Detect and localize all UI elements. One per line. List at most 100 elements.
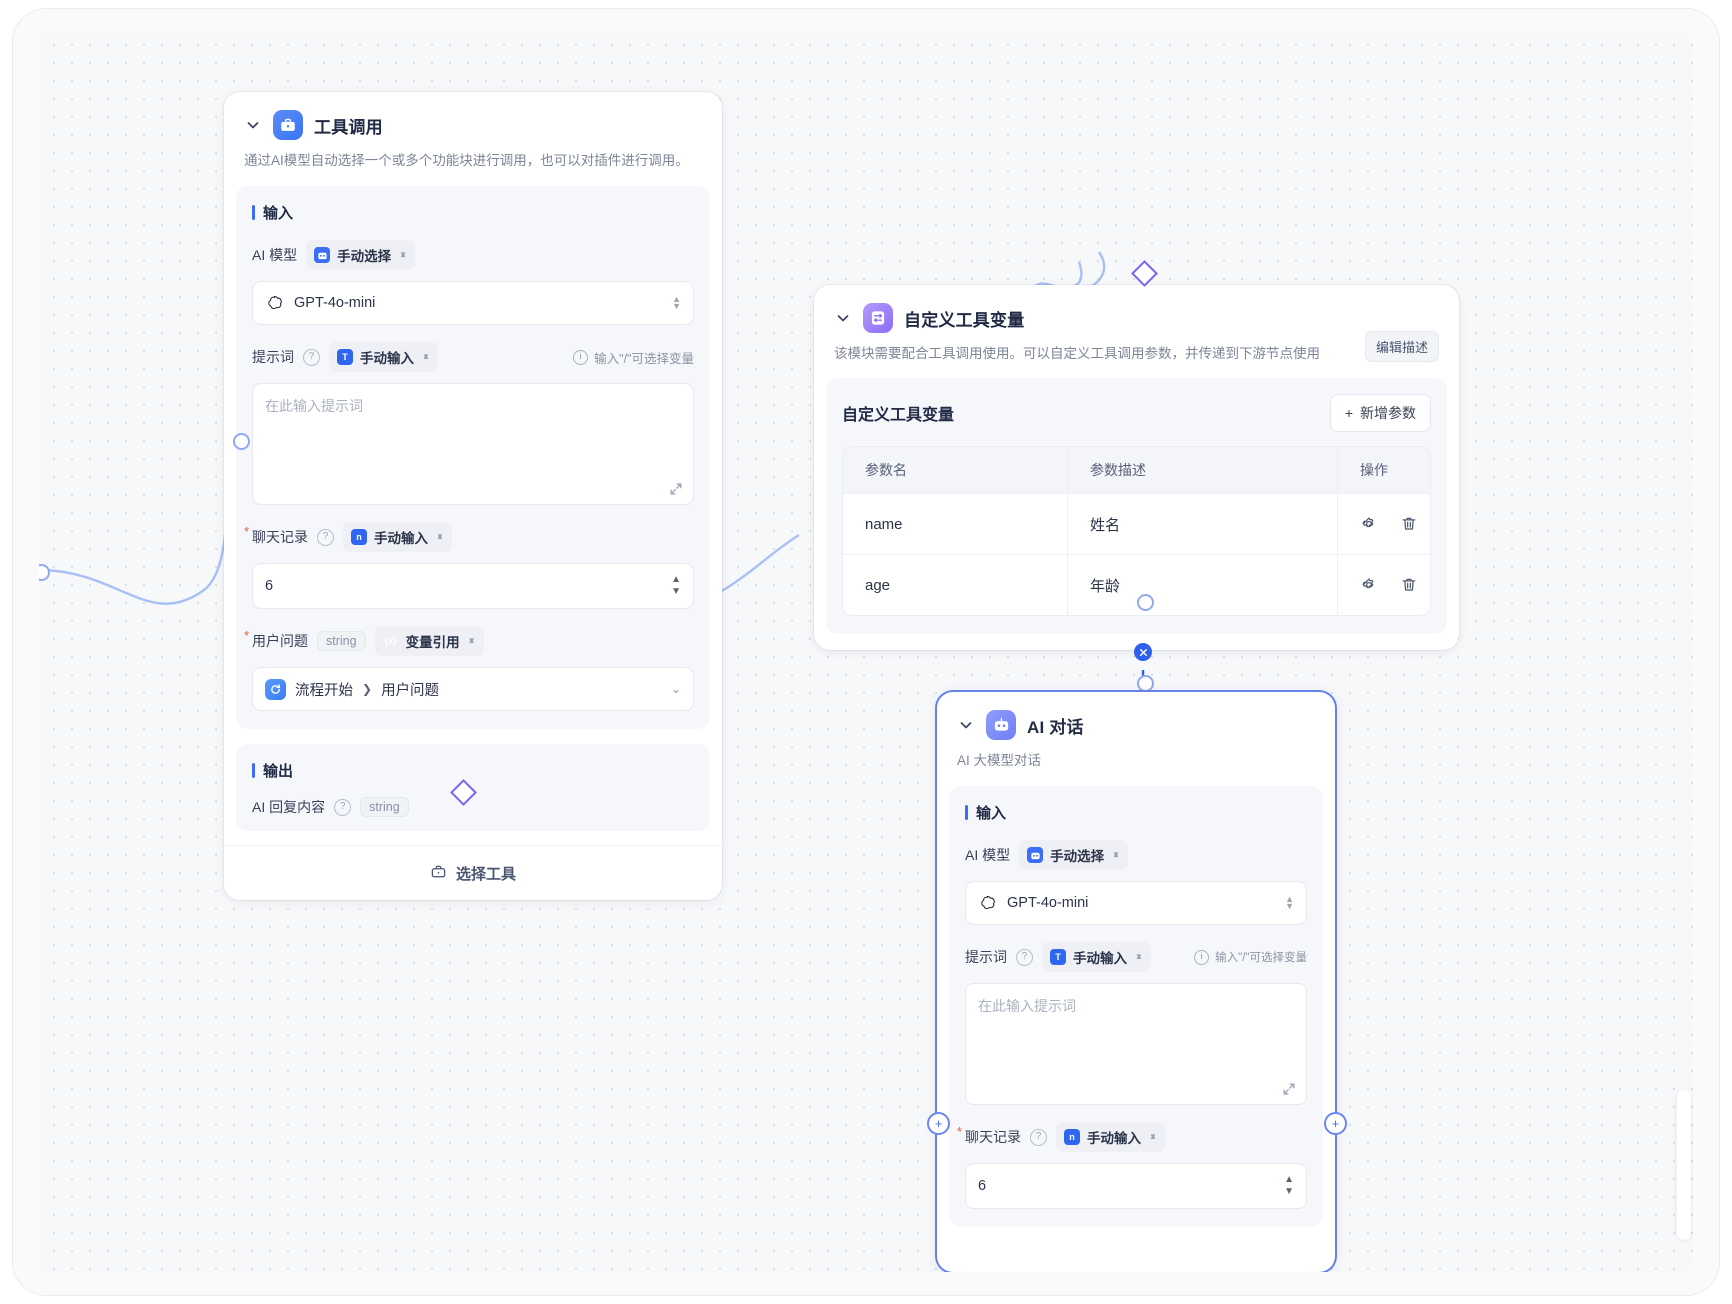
edit-description-button[interactable]: 编辑描述	[1364, 331, 1439, 362]
user-question-mode-select[interactable]: {x} 变量引用 ▲▼	[374, 626, 484, 657]
cell-param-desc: 姓名	[1067, 494, 1337, 555]
variable-mini-icon: {x}	[384, 636, 397, 647]
parameters-table: 参数名 参数描述 操作 name 姓名	[842, 446, 1431, 617]
node-custom-tool-variable[interactable]: 自定义工具变量 该模块需要配合工具调用使用。可以自定义工具调用参数，并传递到下游…	[814, 285, 1459, 651]
add-parameter-button[interactable]: + 新增参数	[1329, 394, 1431, 433]
prompt-hint: i 输入"/"可选择变量	[573, 348, 694, 367]
delete-icon[interactable]	[1400, 576, 1418, 594]
ai-model-mode-select[interactable]: 手动选择 ▲▼	[306, 240, 416, 271]
chat-history-mode-select[interactable]: n 手动输入 ▲▼	[1056, 1122, 1165, 1153]
node-description: 通过AI模型自动选择一个或多个功能块进行调用，也可以对插件进行调用。	[244, 153, 689, 168]
cell-actions	[1337, 494, 1430, 555]
ai-model-mode-label: 手动选择	[337, 249, 392, 265]
text-mini-icon: T	[1050, 949, 1066, 966]
field-ai-model: AI 模型 手动选择 ▲▼	[965, 840, 1307, 926]
sliders-icon	[863, 303, 893, 333]
openai-icon	[978, 894, 997, 913]
input-port-tool-call[interactable]	[233, 433, 250, 450]
field-ai-model: AI 模型 手动选择 ▲▼	[252, 240, 694, 326]
settings-icon[interactable]	[1360, 515, 1378, 533]
select-tool-button[interactable]: 选择工具	[224, 845, 722, 901]
plus-icon: +	[1344, 405, 1353, 422]
prompt-textarea[interactable]: 在此输入提示词	[252, 383, 694, 506]
canvas-scrollbar[interactable]	[1677, 1090, 1691, 1240]
collapse-chevron-icon[interactable]	[957, 716, 975, 734]
chat-history-mode-select[interactable]: n 手动输入 ▲▼	[343, 522, 452, 553]
expand-icon[interactable]	[669, 482, 683, 496]
section-accent-bar	[252, 205, 255, 221]
user-question-ref-select[interactable]: 流程开始 ❯ 用户问题 ⌄	[252, 667, 694, 712]
toolbox-icon	[273, 110, 303, 140]
input-panel: 输入 AI 模型 手动选择 ▲▼	[236, 186, 710, 730]
field-chat-history: 聊天记录 ? n 手动输入 ▲▼ 6 ▲▼	[244, 522, 694, 610]
number-stepper[interactable]: ▲▼	[1284, 1174, 1294, 1198]
prompt-label: 提示词	[252, 349, 294, 366]
collapse-chevron-icon[interactable]	[244, 116, 262, 134]
th-param-name: 参数名	[865, 462, 907, 479]
help-icon[interactable]: ?	[334, 798, 352, 816]
input-panel: 输入 AI 模型 手动选择 ▲▼	[949, 786, 1323, 1228]
select-arrows-icon: ▲▼	[672, 294, 681, 312]
input-section-title: 输入	[252, 202, 694, 223]
prompt-textarea[interactable]: 在此输入提示词	[965, 983, 1307, 1106]
field-user-question: 用户问题 string {x} 变量引用 ▲▼	[244, 626, 694, 712]
ref-source: 流程开始	[295, 682, 353, 699]
collapse-chevron-icon[interactable]	[834, 309, 852, 327]
prompt-mode-label: 手动输入	[1073, 951, 1127, 967]
workflow-canvas[interactable]: 工具调用 通过AI模型自动选择一个或多个功能块进行调用，也可以对插件进行调用。 …	[39, 30, 1693, 1272]
info-icon: i	[1194, 949, 1210, 965]
ai-model-mode-select[interactable]: 手动选择 ▲▼	[1019, 840, 1129, 871]
chat-history-mode-label: 手动输入	[1087, 1131, 1141, 1147]
chat-history-mode-label: 手动输入	[374, 531, 428, 547]
node-header: 工具调用 通过AI模型自动选择一个或多个功能块进行调用，也可以对插件进行调用。	[224, 92, 722, 171]
expand-icon[interactable]	[1282, 1082, 1296, 1096]
section-accent-bar	[252, 763, 255, 779]
ai-chat-input-port[interactable]	[1137, 675, 1154, 692]
prompt-mode-select[interactable]: T 手动输入 ▲▼	[329, 342, 438, 373]
prompt-hint-text: 输入"/"可选择变量	[1215, 952, 1307, 965]
table-header-row: 参数名 参数描述 操作	[843, 447, 1430, 494]
custom-var-top-diamond-port[interactable]	[1131, 260, 1158, 287]
node-title: AI 对话	[1027, 717, 1084, 737]
cell-param-desc: 年龄	[1067, 555, 1337, 616]
ai-model-select[interactable]: GPT-4o-mini ▲▼	[965, 881, 1307, 926]
number-mini-icon: n	[351, 529, 367, 546]
node-ai-chat[interactable]: AI 对话 AI 大模型对话 输入 AI 模型	[937, 692, 1335, 1272]
node-description: 该模块需要配合工具调用使用。可以自定义工具调用参数，并传递到下游节点使用	[834, 346, 1320, 361]
th-param-desc: 参数描述	[1067, 447, 1337, 494]
ai-chat-right-add-port[interactable]: +	[1324, 1112, 1347, 1135]
table-row[interactable]: age 年龄	[843, 554, 1430, 616]
delete-icon[interactable]	[1400, 515, 1418, 533]
output-port-left[interactable]	[39, 564, 50, 581]
chevron-down-icon[interactable]: ⌄	[670, 682, 681, 697]
custom-var-output-port[interactable]	[1137, 594, 1154, 611]
cell-param-name: age	[865, 576, 891, 594]
field-prompt: 提示词 ? T 手动输入 ▲▼ i 输入"/"可选择变量 在此输	[252, 342, 694, 506]
prompt-hint-text: 输入"/"可选择变量	[594, 351, 694, 366]
input-section-title: 输入	[965, 802, 1307, 823]
flow-start-icon	[265, 678, 286, 700]
ai-chat-left-add-port[interactable]: +	[927, 1112, 950, 1135]
output-section-title: 输出	[252, 760, 694, 781]
help-icon[interactable]: ?	[317, 528, 334, 546]
node-tool-call[interactable]: 工具调用 通过AI模型自动选择一个或多个功能块进行调用，也可以对插件进行调用。 …	[224, 92, 722, 901]
settings-icon[interactable]	[1360, 576, 1378, 594]
ai-model-select[interactable]: GPT-4o-mini ▲▼	[252, 281, 694, 326]
input-section-label: 输入	[976, 805, 1007, 823]
prompt-mode-select[interactable]: T 手动输入 ▲▼	[1042, 942, 1151, 973]
chat-history-input[interactable]: 6 ▲▼	[252, 563, 694, 610]
cell-actions	[1337, 555, 1430, 616]
chat-history-input[interactable]: 6 ▲▼	[965, 1163, 1307, 1210]
field-chat-history: 聊天记录 ? n 手动输入 ▲▼ 6 ▲▼	[957, 1122, 1307, 1210]
help-icon[interactable]: ?	[1016, 948, 1033, 966]
help-icon[interactable]: ?	[1030, 1128, 1047, 1146]
node-title: 自定义工具变量	[904, 310, 1025, 330]
prompt-mode-label: 手动输入	[360, 351, 414, 367]
number-stepper[interactable]: ▲▼	[671, 574, 681, 598]
help-icon[interactable]: ?	[303, 348, 320, 366]
ai-model-value: GPT-4o-mini	[1007, 895, 1089, 912]
table-row[interactable]: name 姓名	[843, 493, 1430, 555]
variable-table-title: 自定义工具变量	[842, 407, 955, 425]
user-question-label: 用户问题	[244, 628, 308, 651]
